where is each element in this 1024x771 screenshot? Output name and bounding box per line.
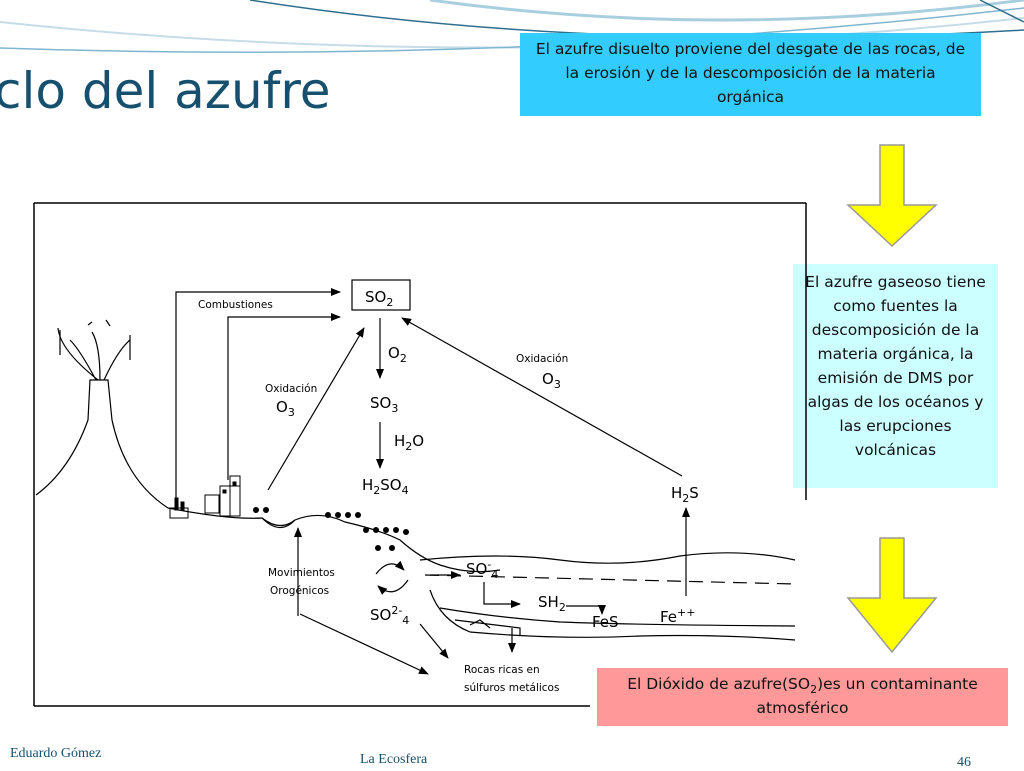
so2-box <box>351 279 411 311</box>
factory-icon <box>169 475 241 519</box>
label-sulfuros: súlfuros metálicos <box>464 682 559 694</box>
trees-icon <box>253 507 409 551</box>
compound-fe: Fe++ <box>660 606 695 626</box>
ground-terrain <box>167 507 796 641</box>
compound-fes: FeS <box>592 613 619 631</box>
compound-so3: SO3 <box>370 394 398 415</box>
down-arrow-icon-top <box>846 144 938 248</box>
compound-so4-2: SO2-4 <box>370 604 409 627</box>
footer-page-number: 46 <box>957 755 971 770</box>
compound-so2: SO2 <box>365 288 393 309</box>
label-oxidacion-right: Oxidación <box>516 353 568 365</box>
label-o3-right: O3 <box>542 370 561 391</box>
compound-h2s: H2S <box>671 484 699 505</box>
callout-gaseous-sulfur: El azufre gaseoso tiene como fuentes la … <box>793 264 998 488</box>
down-arrow-icon-bottom <box>846 537 938 654</box>
compound-so4: SO-4 <box>466 558 498 581</box>
label-orogenicos: Orogénicos <box>270 585 329 597</box>
label-o3-left: O3 <box>276 398 295 419</box>
compound-h2so4: H2SO4 <box>362 476 409 497</box>
volcano-icon <box>35 319 169 509</box>
diagram-frame <box>33 202 807 707</box>
footer-author: Eduardo Gómez <box>10 746 102 761</box>
compound-sh2: SH2 <box>538 593 566 614</box>
slide-title: clo del azufre <box>0 62 331 120</box>
callout-so2-subscript: 2 <box>810 683 818 697</box>
callout-so2-text-end: )es un contaminante atmosférico <box>756 675 978 717</box>
label-movimientos: Movimientos <box>268 567 335 579</box>
callout-so2-pollutant: El Dióxido de azufre(SO2)es un contamina… <box>597 668 1008 726</box>
label-h2o: H2O <box>394 432 424 453</box>
callout-dissolved-sulfur: El azufre disuelto proviene del desgate … <box>520 33 981 116</box>
footer-course: La Ecosfera <box>360 752 428 767</box>
label-oxidacion-left: Oxidación <box>265 383 317 395</box>
label-combustiones: Combustiones <box>198 299 273 311</box>
label-o2: O2 <box>388 344 407 365</box>
label-rocas: Rocas ricas en <box>464 664 540 676</box>
cycle-arrows <box>175 288 690 675</box>
callout-so2-text-start: El Dióxido de azufre(SO <box>627 675 811 693</box>
